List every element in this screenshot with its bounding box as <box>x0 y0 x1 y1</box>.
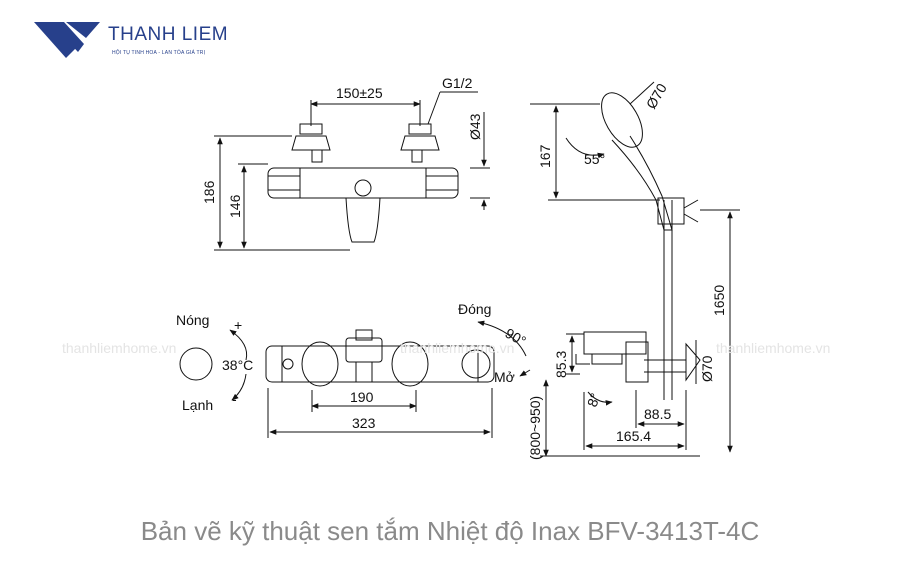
side-dim-depth-b: 165.4 <box>616 428 651 444</box>
front-dim-height-total: 186 <box>201 180 217 204</box>
brand-name: THANH LIEM <box>108 24 229 45</box>
top-label-hot: Nóng <box>176 312 209 328</box>
shower-dim-angle: 55° <box>584 151 605 167</box>
side-view <box>540 331 701 457</box>
top-label-close: Đóng <box>458 301 491 317</box>
side-dim-mount: (800~950) <box>527 396 543 460</box>
front-dim-height-body: 146 <box>227 194 243 218</box>
shower-dim-head-dia: Ø70 <box>643 80 670 111</box>
top-label-cold: Lạnh <box>182 397 213 413</box>
watermark-center: thanhliemhome.vn <box>400 340 515 356</box>
watermark-right: thanhliemhome.vn <box>716 340 831 356</box>
front-dim-width: 150±25 <box>336 85 383 101</box>
side-dim-spout-height: 85.3 <box>553 351 569 378</box>
shower-dim-head-height: 167 <box>537 144 553 168</box>
top-dim-outer: 323 <box>352 415 376 431</box>
page-caption: Bản vẽ kỹ thuật sen tắm Nhiệt độ Inax BF… <box>140 516 760 546</box>
top-sign-plus: + <box>234 317 242 333</box>
top-view <box>179 320 531 438</box>
front-dim-thread: G1/2 <box>442 75 473 91</box>
thanh-liem-logo-icon <box>34 22 100 58</box>
shower-dim-rail: 1650 <box>711 285 727 316</box>
front-view <box>214 91 490 251</box>
brand-tagline: HỘI TỤ TINH HOA - LAN TỎA GIÁ TRỊ <box>112 50 206 56</box>
side-dim-spout-angle: 8° <box>584 391 604 409</box>
side-dim-depth-a: 88.5 <box>644 406 671 422</box>
top-label-open: Mở <box>494 369 515 385</box>
top-sign-minus: - <box>232 391 237 407</box>
watermark-left: thanhliemhome.vn <box>62 340 177 356</box>
top-dim-inner: 190 <box>350 389 374 405</box>
front-dim-diameter: Ø43 <box>467 113 483 140</box>
top-temp: 38°C <box>222 357 253 373</box>
shower-view <box>530 81 740 453</box>
side-dim-flange: Ø70 <box>699 355 715 382</box>
